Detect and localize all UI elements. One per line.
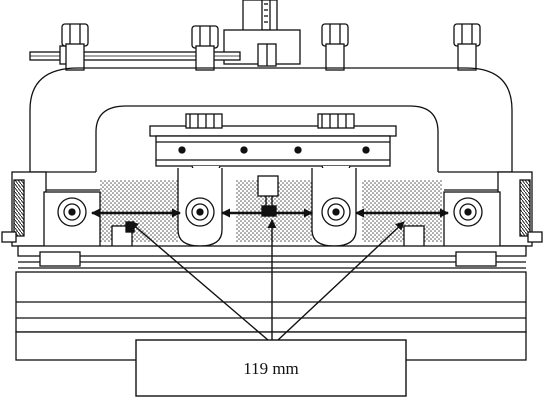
leader-arrows [129,219,405,341]
dimension-label-box: 119 mm [135,339,407,397]
leader-left [129,221,269,341]
side-blocks [1,171,543,247]
leader-right [277,221,405,341]
base-plate [15,245,527,361]
top-bolts [61,23,481,71]
rollers [57,197,483,227]
dimension-label: 119 mm [243,359,299,378]
